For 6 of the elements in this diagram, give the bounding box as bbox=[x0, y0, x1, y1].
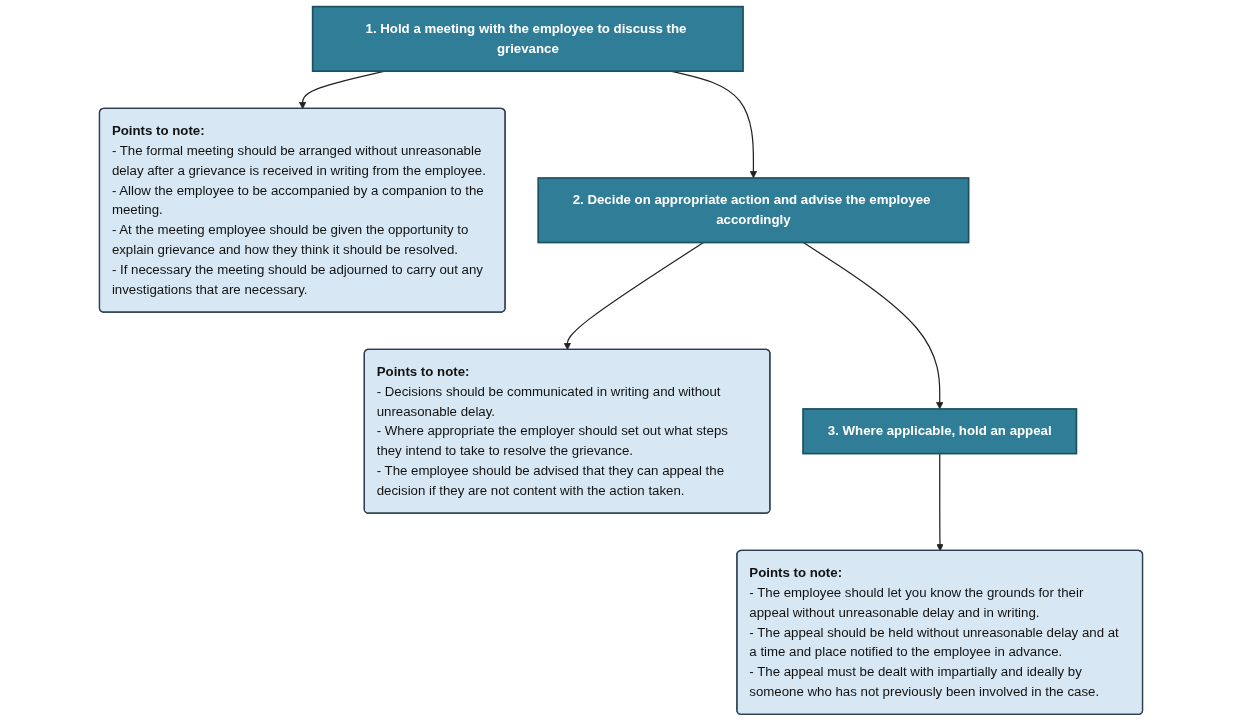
node-box: 2. Decide on appropriate action and advise the employee accordingly bbox=[537, 177, 970, 244]
arrow bbox=[936, 453, 944, 552]
arrow bbox=[802, 241, 944, 410]
node-box: 3. Where applicable, hold an appeal bbox=[802, 408, 1078, 455]
arrow bbox=[563, 241, 705, 351]
node-box: 1. Hold a meeting with the employee to discuss the grievance bbox=[311, 5, 744, 72]
